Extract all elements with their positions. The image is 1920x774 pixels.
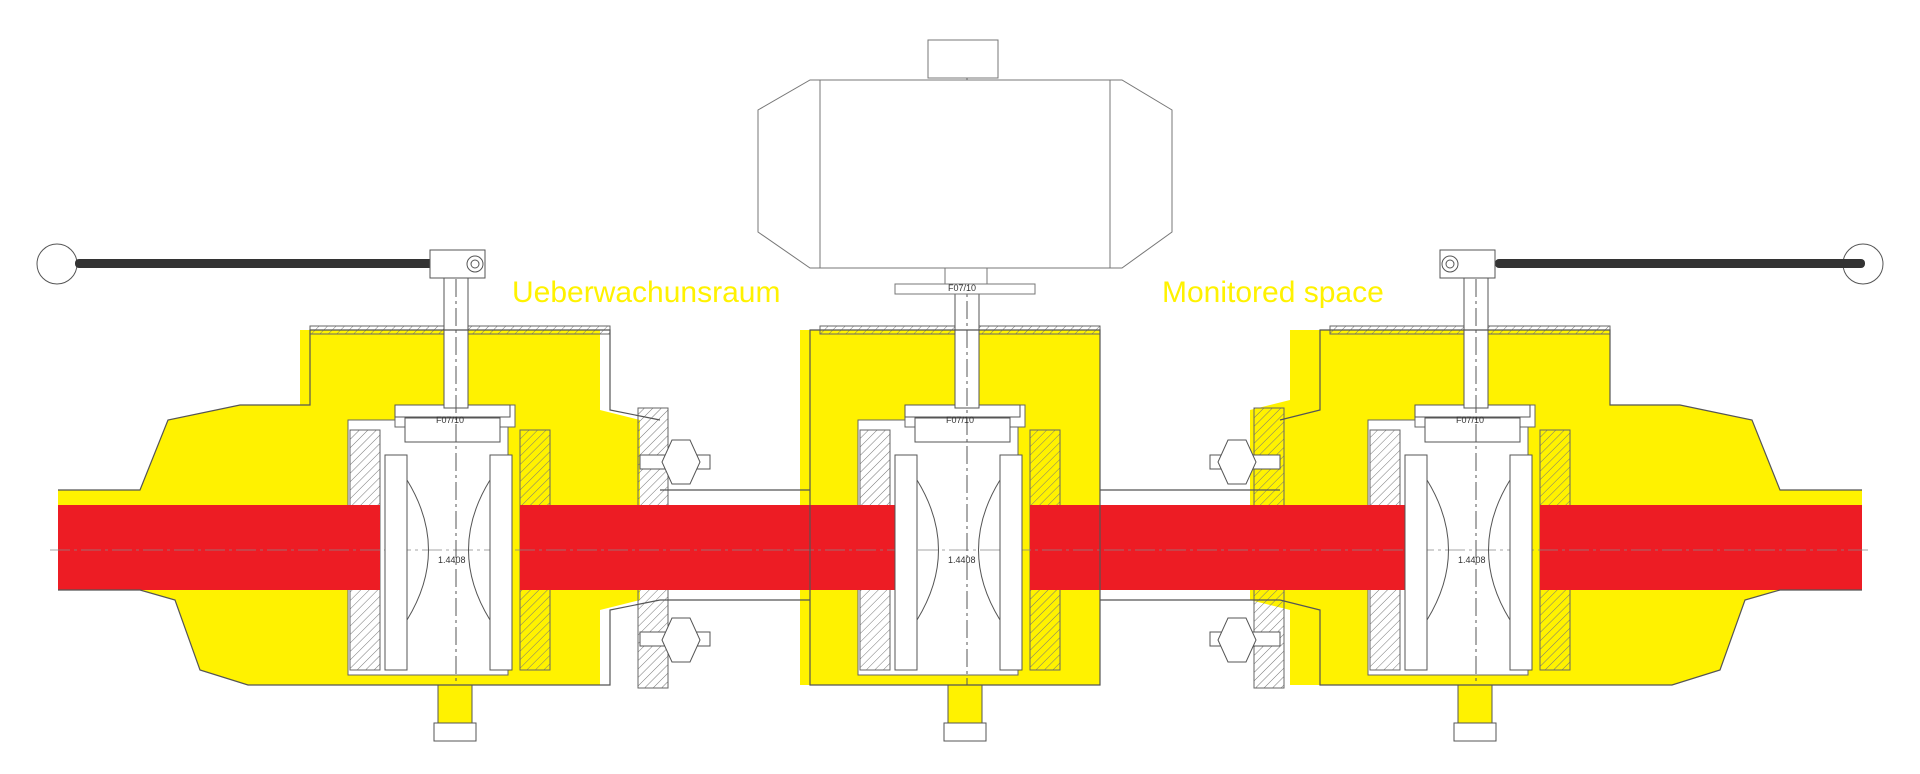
valve-top-mark-right: F07/10 [1456,415,1484,425]
coupling-bolts [639,439,1281,663]
valve-body-mark-center: 1.4408 [948,555,976,565]
valve-top-mark-left: F07/10 [436,415,464,425]
valve-gates [384,454,1533,671]
valve-top-mark-center: F07/10 [946,415,974,425]
actuator [757,39,1173,295]
monitored-space-label-de: Ueberwachunsraum [512,276,780,309]
valve-body-mark-left: 1.4408 [438,555,466,565]
valve-bonnets [394,404,1531,443]
actuator-flange-mark: F07/10 [948,283,976,293]
pipe-flow [50,505,1870,590]
housing-outline [58,329,1862,686]
left-handle [36,243,486,285]
valve-body-mark-right: 1.4408 [1458,555,1486,565]
drain-plugs [433,684,1497,742]
right-handle [1439,243,1884,285]
monitored-space-label-en: Monitored space [1162,276,1384,309]
